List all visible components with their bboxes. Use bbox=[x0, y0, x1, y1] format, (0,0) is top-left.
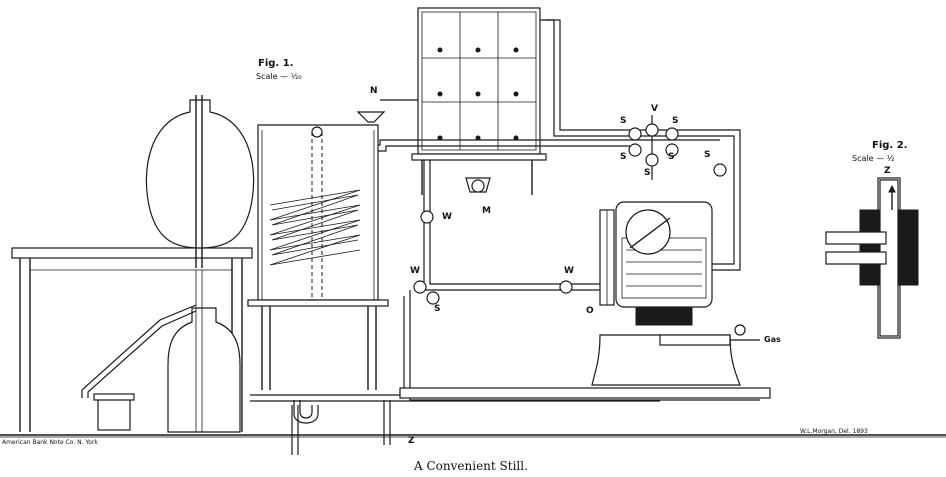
label-z-fig2: Z bbox=[884, 166, 891, 176]
label-s3: S bbox=[620, 152, 627, 162]
condenser-tank bbox=[247, 124, 389, 390]
label-w3: W bbox=[564, 266, 574, 276]
label-v: V bbox=[651, 104, 658, 114]
valve-cluster bbox=[628, 115, 727, 180]
label-s1: S bbox=[620, 116, 627, 126]
label-n: N bbox=[370, 86, 378, 96]
receiving-bottle bbox=[167, 270, 241, 433]
label-o: O bbox=[586, 306, 594, 316]
label-s2: S bbox=[672, 116, 679, 126]
credit-left: American Bank Note Co. N. York bbox=[2, 439, 98, 446]
label-m: M bbox=[482, 206, 491, 216]
label-s4: S bbox=[668, 152, 675, 162]
label-z: Z bbox=[408, 436, 415, 446]
funnel bbox=[356, 95, 421, 123]
fig2-title: Fig. 2. bbox=[872, 140, 908, 151]
large-flask bbox=[145, 95, 255, 268]
label-gas: Gas bbox=[764, 335, 781, 344]
label-s5: S bbox=[704, 150, 711, 160]
fig2-scale: Scale — ½ bbox=[852, 154, 895, 163]
caption: A Convenient Still. bbox=[414, 459, 528, 473]
fig1-title: Fig. 1. bbox=[258, 58, 294, 69]
still-boiler bbox=[591, 201, 760, 386]
credit-right: W.L.Morgan, Del. 1893 bbox=[800, 428, 868, 435]
fig1-scale: Scale — ¹⁄₂₀ bbox=[256, 72, 302, 81]
label-w2: W bbox=[410, 266, 420, 276]
fig2-detail bbox=[825, 177, 919, 339]
label-s7: S bbox=[644, 168, 651, 178]
label-s6: S bbox=[434, 304, 441, 314]
cabinet bbox=[411, 7, 547, 195]
small-pot bbox=[81, 304, 197, 431]
label-w1: W bbox=[442, 212, 452, 222]
